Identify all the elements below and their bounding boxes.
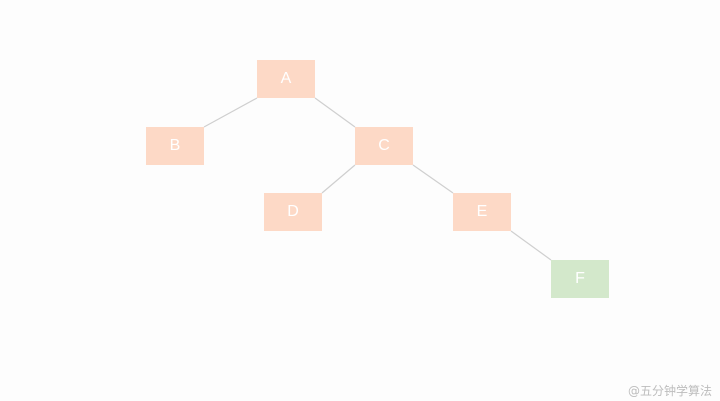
- node-label-d: D: [287, 203, 299, 220]
- node-label-f: F: [575, 270, 585, 287]
- watermark: @五分钟学算法: [627, 384, 712, 398]
- tree-node-a: A: [257, 60, 315, 98]
- node-label-c: C: [378, 137, 390, 154]
- edge-a-c: [314, 97, 356, 128]
- tree-node-c: C: [355, 127, 413, 165]
- edge-e-f: [510, 230, 552, 261]
- tree-node-f: F: [551, 260, 609, 298]
- node-label-a: A: [280, 70, 292, 87]
- tree-node-b: B: [146, 127, 204, 165]
- edge-a-b: [203, 97, 258, 128]
- edge-c-d: [321, 164, 356, 194]
- tree-node-d: D: [264, 193, 322, 231]
- node-label-b: B: [169, 137, 181, 154]
- node-label-e: E: [476, 203, 488, 220]
- tree-node-e: E: [453, 193, 511, 231]
- edge-c-e: [412, 164, 454, 194]
